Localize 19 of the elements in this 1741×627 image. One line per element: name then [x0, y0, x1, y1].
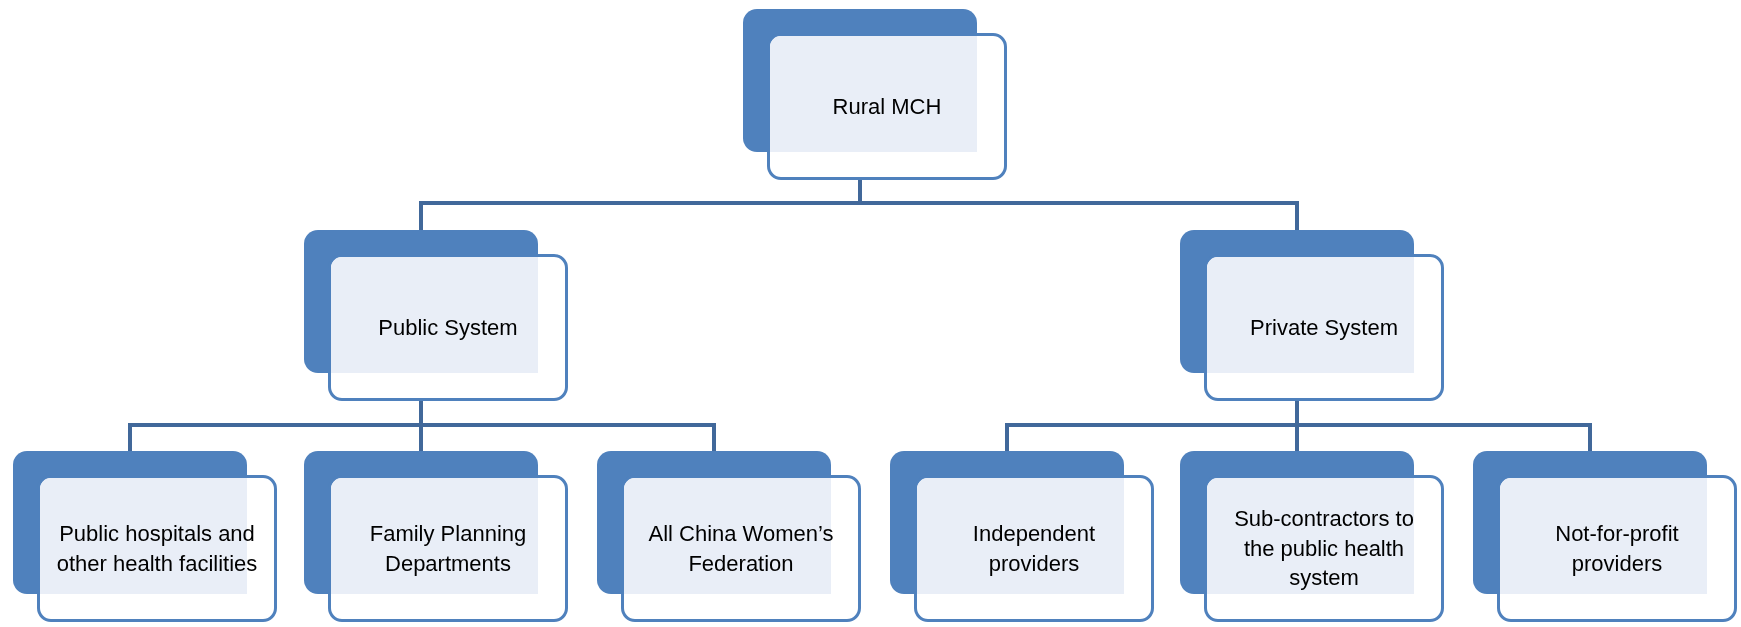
stacked-box — [1180, 230, 1444, 401]
stacked-box — [1180, 451, 1444, 622]
box-label: Private System — [1250, 313, 1398, 342]
stacked-box — [304, 451, 568, 622]
box-label: Family Planning Departments — [368, 519, 528, 578]
box-label: Rural MCH — [832, 92, 942, 121]
box-label: Sub-contractors to the public health system — [1233, 504, 1415, 593]
stacked-box — [743, 9, 1007, 180]
stacked-box — [890, 451, 1154, 622]
box-label: Public hospitals and other health facilities — [55, 519, 259, 578]
box-label: All China Women’s Federation — [647, 519, 835, 578]
stacked-box — [1473, 451, 1737, 622]
box-label: Independent providers — [971, 519, 1097, 578]
stacked-box — [13, 451, 277, 622]
box-label: Not-for-profit providers — [1554, 519, 1680, 578]
stacked-box — [304, 230, 568, 401]
box-label: Public System — [378, 313, 518, 342]
stacked-box — [597, 451, 861, 622]
connector-line — [858, 180, 1299, 230]
